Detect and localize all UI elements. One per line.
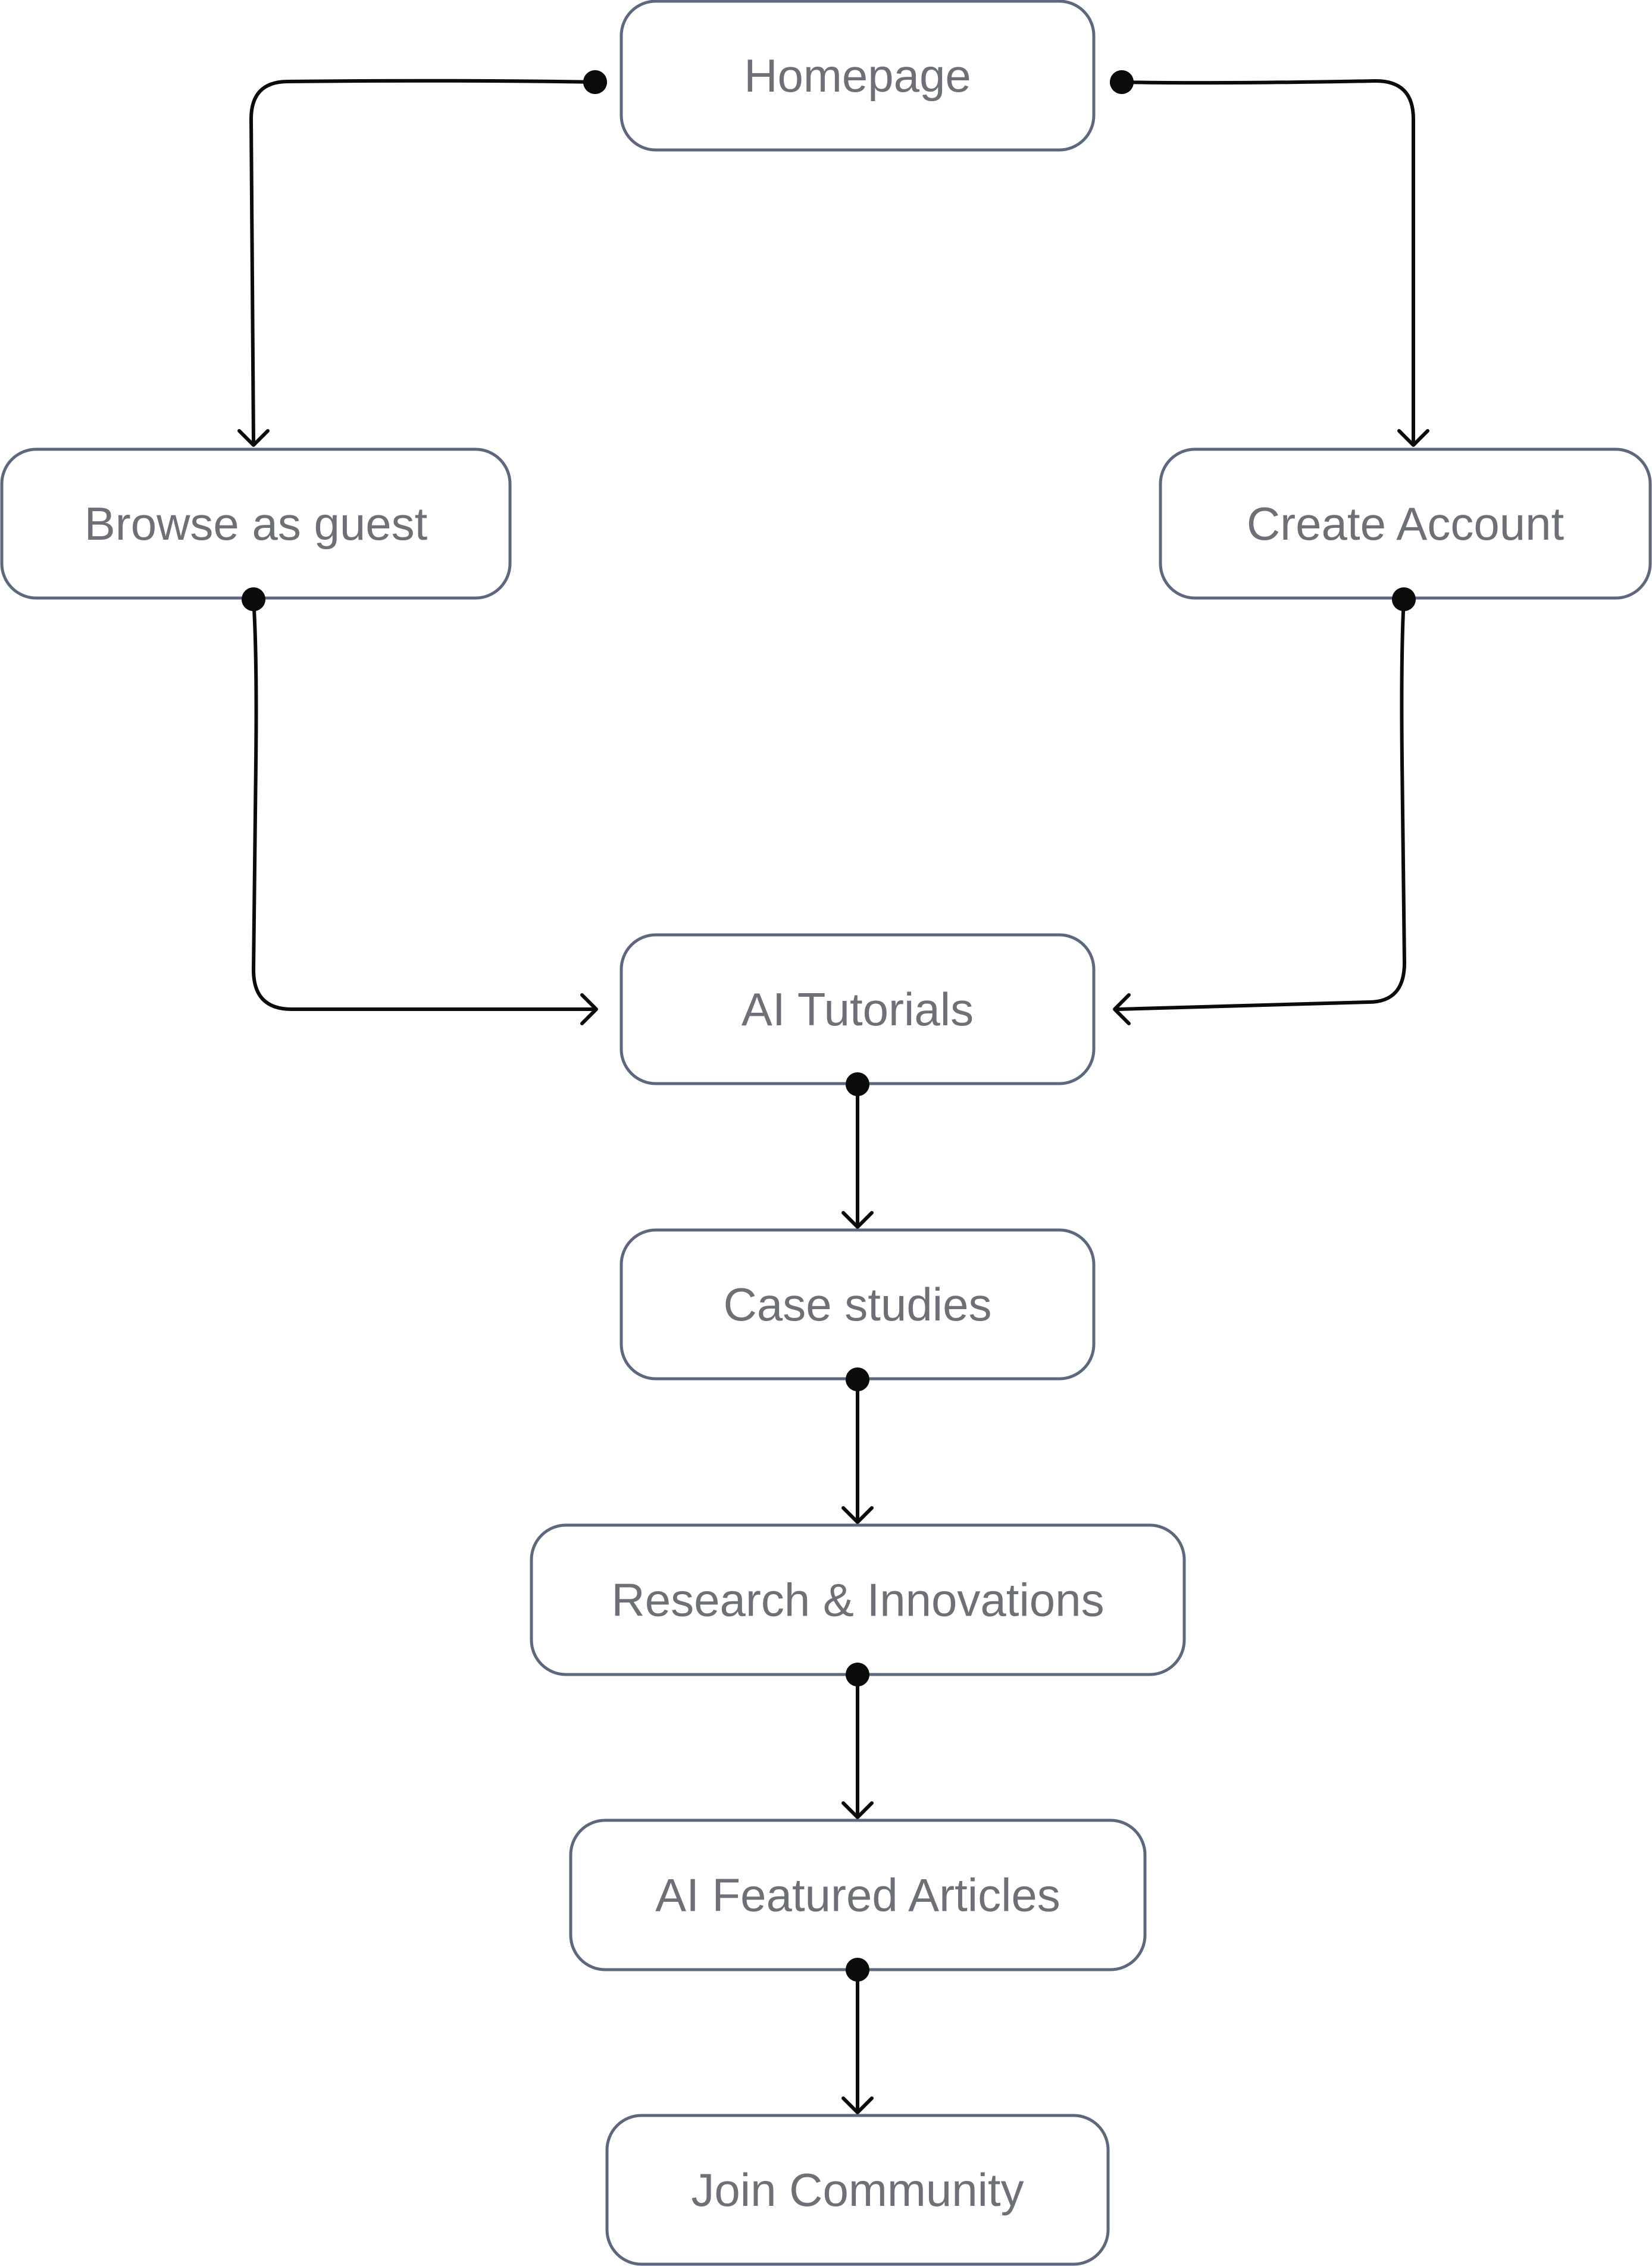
node-research-innovations[interactable]: Research & Innovations xyxy=(530,1523,1186,1676)
node-label: Browse as guest xyxy=(85,497,428,550)
connector-start-dot xyxy=(846,1367,869,1391)
arrowhead-icon xyxy=(237,429,270,447)
node-label: Create Account xyxy=(1247,497,1565,550)
connector-line xyxy=(1120,79,1415,443)
connector-start-dot xyxy=(583,70,607,94)
connector-line xyxy=(1117,597,1406,1011)
node-join-community[interactable]: Join Community xyxy=(605,2114,1110,2266)
arrowhead-icon xyxy=(841,2096,874,2114)
node-label: Case studies xyxy=(724,1278,992,1331)
node-label: Research & Innovations xyxy=(611,1574,1104,1626)
node-label: AI Featured Articles xyxy=(655,1869,1060,1921)
connector-homepage-to-browse-guest xyxy=(237,70,607,447)
connector-create-account-to-ai-tutorials xyxy=(1113,587,1416,1025)
node-browse-guest[interactable]: Browse as guest xyxy=(0,447,512,600)
connector-start-dot xyxy=(846,1958,869,1982)
arrowhead-icon xyxy=(1397,429,1429,447)
node-case-studies[interactable]: Case studies xyxy=(620,1228,1096,1381)
node-homepage[interactable]: Homepage xyxy=(620,0,1096,152)
connector-line xyxy=(252,597,595,1011)
node-box[interactable] xyxy=(620,0,1096,152)
node-label: Join Community xyxy=(691,2164,1024,2216)
node-create-account[interactable]: Create Account xyxy=(1159,447,1652,600)
node-ai-tutorials[interactable]: AI Tutorials xyxy=(620,933,1096,1085)
node-label: Homepage xyxy=(744,49,971,102)
connector-homepage-to-create-account xyxy=(1110,70,1429,447)
connector-start-dot xyxy=(1392,587,1416,611)
arrowhead-icon xyxy=(580,993,598,1025)
connector-start-dot xyxy=(242,587,265,611)
connector-browse-guest-to-ai-tutorials xyxy=(242,587,598,1025)
node-label: AI Tutorials xyxy=(741,983,974,1035)
connectors xyxy=(237,70,1429,2114)
node-ai-featured-articles[interactable]: AI Featured Articles xyxy=(569,1819,1147,1971)
connector-start-dot xyxy=(1110,70,1134,94)
connector-line xyxy=(249,79,597,443)
arrowhead-icon xyxy=(841,1801,874,1819)
node-box[interactable] xyxy=(605,2114,1110,2266)
arrowhead-icon xyxy=(1113,993,1131,1025)
connector-start-dot xyxy=(846,1663,869,1686)
arrowhead-icon xyxy=(841,1506,874,1524)
arrowhead-icon xyxy=(841,1211,874,1229)
connector-start-dot xyxy=(846,1072,869,1096)
